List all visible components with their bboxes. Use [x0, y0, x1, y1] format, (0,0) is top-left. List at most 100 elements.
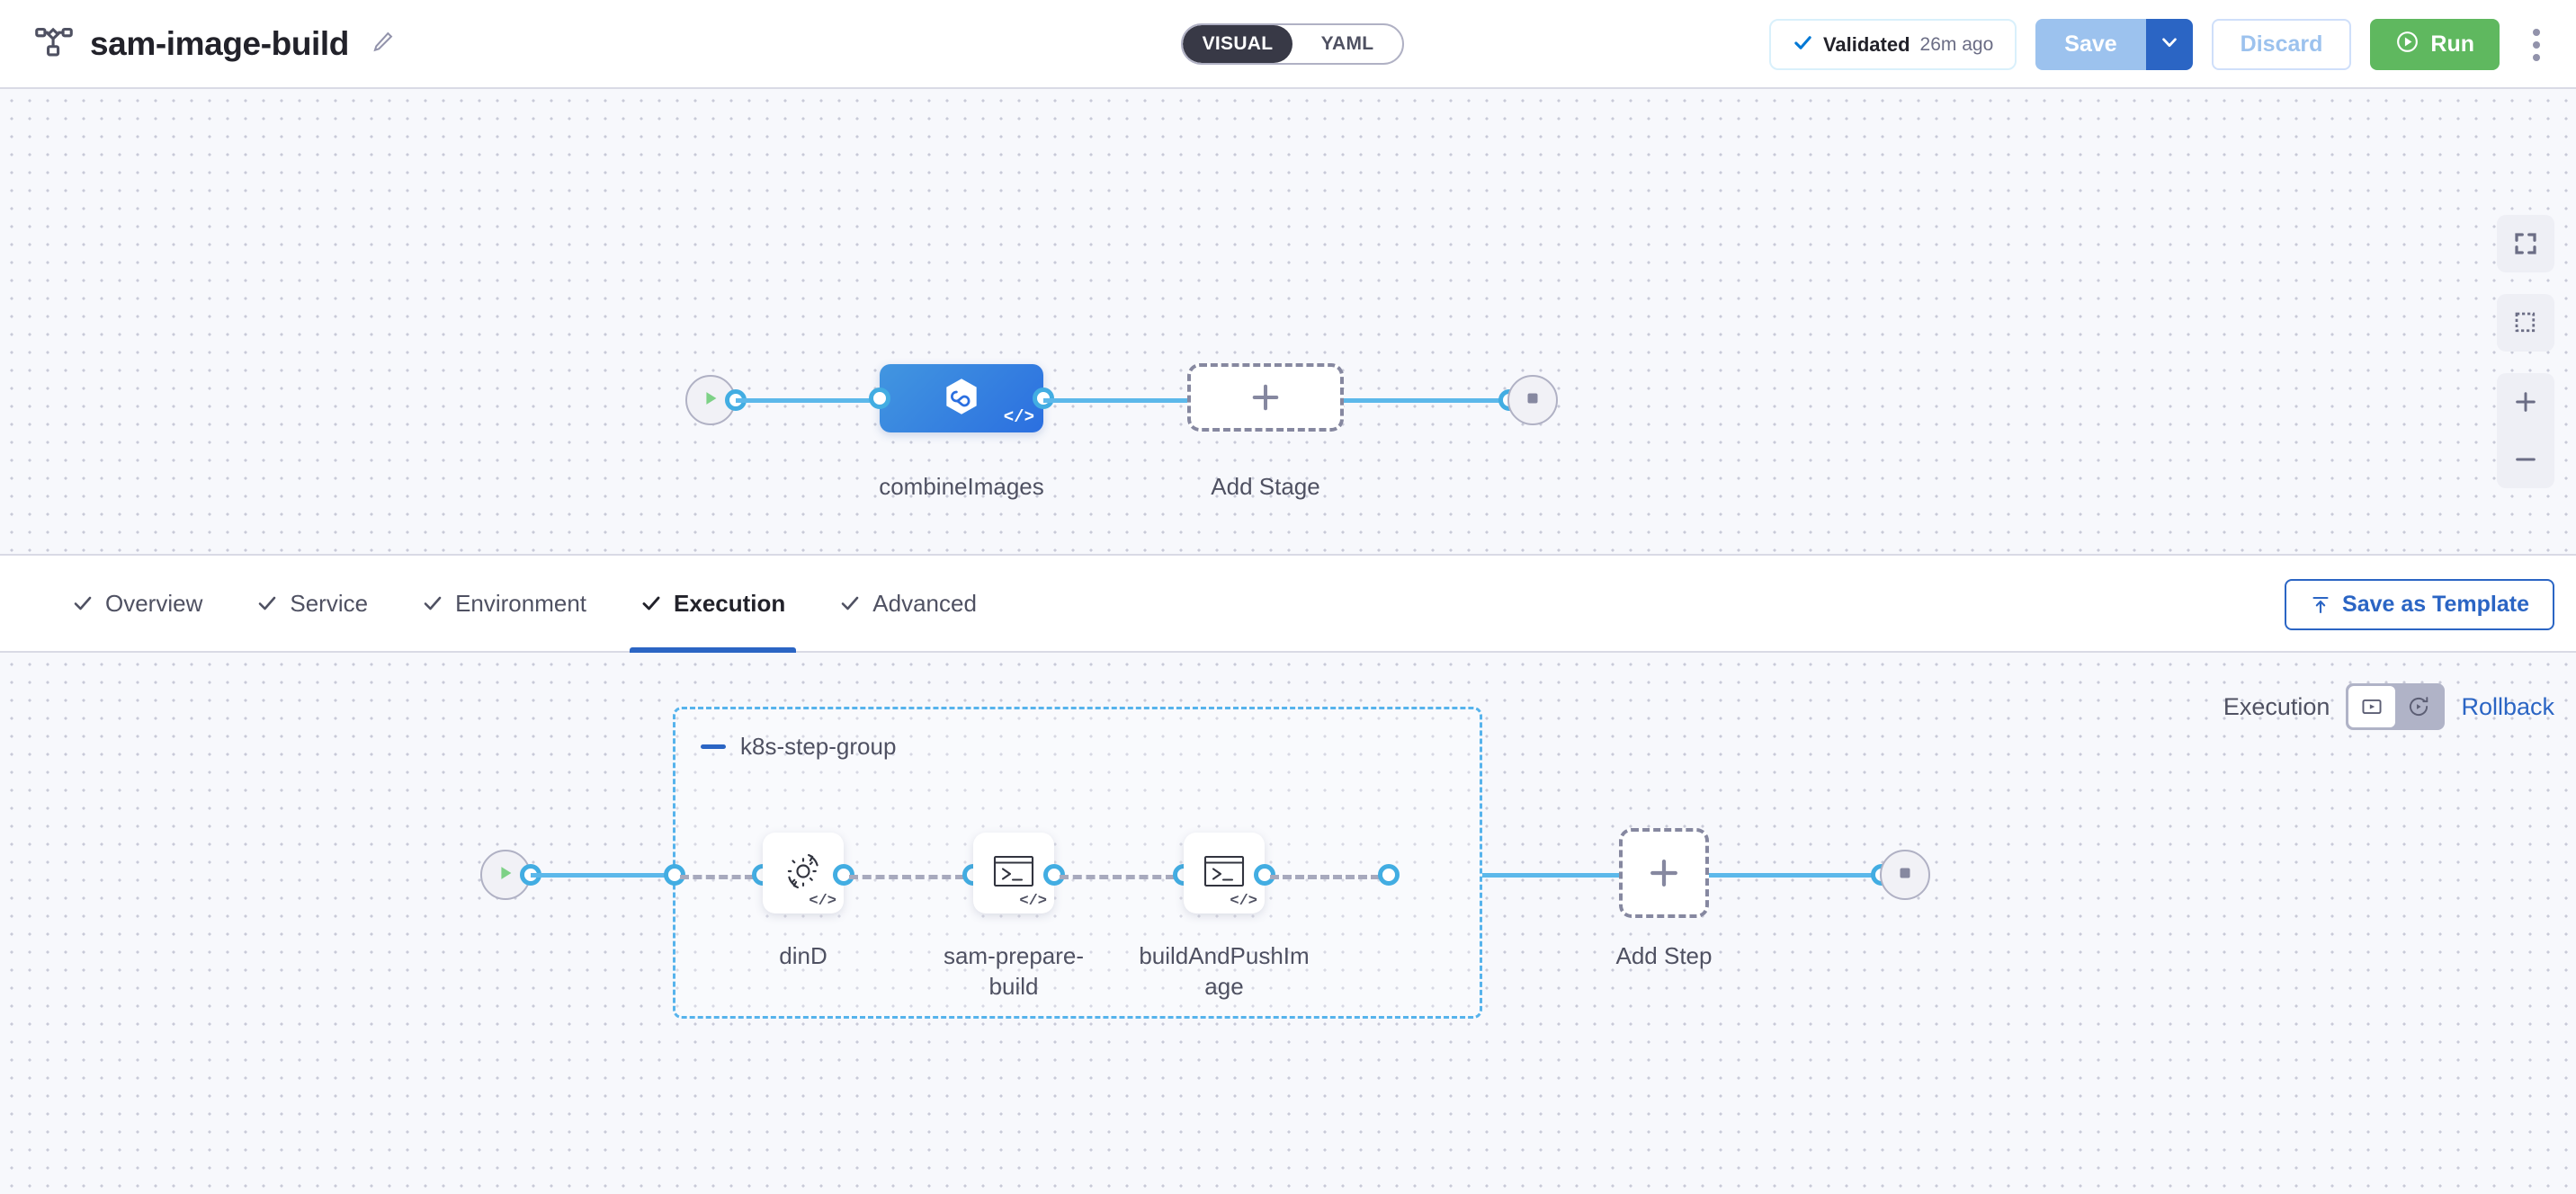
- save-button-group: Save: [2035, 19, 2193, 70]
- tab-list: Overview Service Environment Execution A…: [0, 554, 1004, 653]
- save-dropdown-button[interactable]: [2145, 19, 2193, 70]
- rollback-circle-icon: [2410, 697, 2428, 717]
- minus-icon: [2516, 458, 2536, 461]
- connector-start-to-stage: [736, 398, 876, 403]
- gear-rotate-icon: [780, 848, 827, 899]
- step-node-buildandpushimage[interactable]: </>: [1184, 833, 1265, 913]
- step-node-dind[interactable]: </>: [763, 833, 844, 913]
- tab-service[interactable]: Service: [229, 554, 395, 653]
- play-icon: [496, 863, 515, 887]
- tab-environment[interactable]: Environment: [395, 554, 613, 653]
- pencil-icon[interactable]: [365, 30, 395, 58]
- validated-label: Validated: [1822, 32, 1910, 56]
- connector-dind-to-prepare: [849, 875, 964, 879]
- connector-group-to-dind: [680, 875, 754, 879]
- stop-icon: [1523, 388, 1543, 413]
- check-icon: [424, 596, 442, 610]
- add-stage-button[interactable]: [1187, 363, 1344, 432]
- connector-stage-to-addstage: [1043, 398, 1187, 403]
- terminal-icon: [1202, 852, 1247, 895]
- buildpush-code-badge: </>: [1230, 893, 1257, 910]
- check-icon: [642, 596, 660, 610]
- tab-execution[interactable]: Execution: [613, 554, 812, 653]
- view-mode-toggle[interactable]: VISUAL YAML: [1181, 23, 1404, 65]
- app-header: sam-image-build VISUAL YAML Validated: [0, 0, 2576, 89]
- ci-hexagon-infinity-icon: [939, 374, 984, 423]
- minus-icon[interactable]: [701, 744, 726, 749]
- canvas-controls: [2497, 215, 2554, 488]
- play-box-icon: [2362, 699, 2382, 715]
- discard-button[interactable]: Discard: [2211, 19, 2352, 70]
- run-label: Run: [2430, 31, 2474, 57]
- check-icon: [1793, 32, 1813, 58]
- selection-box-button[interactable]: [2497, 294, 2554, 352]
- check-icon: [841, 596, 859, 610]
- add-step-label: Add Step: [1615, 942, 1713, 969]
- connector-buildpush-to-group-end: [1270, 875, 1380, 879]
- stage-label-combineimages: combineImages: [879, 473, 1044, 500]
- check-icon: [259, 596, 276, 610]
- step-label-dind: dinD: [779, 942, 827, 969]
- add-stage-label: Add Stage: [1211, 473, 1320, 500]
- mode-segmented-control: [2346, 683, 2446, 730]
- execution-mode-label: Execution: [2223, 692, 2330, 720]
- fit-to-screen-button[interactable]: [2497, 215, 2554, 272]
- check-icon: [74, 596, 92, 610]
- stage-node-combineimages[interactable]: </>: [880, 364, 1043, 432]
- stage-config-tabs: Overview Service Environment Execution A…: [0, 554, 2576, 653]
- step-group-title: k8s-step-group: [740, 733, 897, 760]
- connector-addstep-to-end: [1709, 873, 1880, 878]
- tab-service-label: Service: [290, 589, 369, 617]
- status-badge: Validated 26m ago: [1768, 19, 2017, 70]
- tab-environment-label: Environment: [455, 589, 587, 617]
- save-as-template-button[interactable]: Save as Template: [2285, 579, 2554, 630]
- add-step-button[interactable]: [1619, 828, 1709, 918]
- dind-code-badge: </>: [809, 893, 836, 910]
- save-button[interactable]: Save: [2035, 19, 2146, 70]
- group-out-port[interactable]: [1378, 864, 1400, 886]
- stage-end-node[interactable]: [1507, 375, 1558, 425]
- tab-advanced[interactable]: Advanced: [812, 554, 1004, 653]
- prepare-code-badge: </>: [1019, 893, 1047, 910]
- execution-mode-button[interactable]: [2348, 686, 2396, 727]
- header-actions: Validated 26m ago Save Discard: [1768, 0, 2554, 89]
- expand-icon: [2515, 233, 2536, 254]
- execution-canvas[interactable]: Execution Rollback: [0, 653, 2576, 1194]
- tab-yaml[interactable]: YAML: [1320, 33, 1374, 54]
- rollback-mode-label[interactable]: Rollback: [2461, 692, 2554, 720]
- pipeline-nodes-icon: [34, 24, 74, 64]
- save-as-template-label: Save as Template: [2342, 592, 2529, 617]
- zoom-controls: [2497, 373, 2554, 488]
- stage-in-port[interactable]: [869, 388, 890, 409]
- connector-group-to-addstep: [1482, 873, 1619, 878]
- dashed-square-icon: [2515, 312, 2536, 333]
- connector-start-to-group: [531, 873, 675, 878]
- template-upload-icon: [2312, 596, 2329, 613]
- connector-addstage-to-end: [1344, 398, 1511, 403]
- execution-rollback-toggle: Execution Rollback: [2223, 683, 2554, 730]
- step-label-sam-prepare-build: sam-prepare- build: [943, 942, 1085, 1001]
- tab-overview[interactable]: Overview: [45, 554, 229, 653]
- stage-canvas[interactable]: </> combineImages Add Stage: [0, 89, 2576, 554]
- play-icon: [701, 388, 720, 413]
- play-circle-icon: [2395, 30, 2419, 60]
- rollback-mode-button[interactable]: [2395, 686, 2442, 727]
- step-end-node[interactable]: [1880, 850, 1930, 900]
- step-group-header: k8s-step-group: [701, 733, 896, 761]
- zoom-in-button[interactable]: [2497, 373, 2554, 431]
- terminal-icon: [991, 852, 1036, 895]
- run-button[interactable]: Run: [2370, 19, 2500, 70]
- tab-overview-label: Overview: [105, 589, 203, 617]
- plus-icon: [1650, 860, 1677, 887]
- tab-visual[interactable]: VISUAL: [1183, 25, 1292, 63]
- validated-timestamp: 26m ago: [1919, 33, 1994, 55]
- connector-prepare-to-buildpush: [1060, 875, 1175, 879]
- chevron-down-icon: [2160, 32, 2179, 57]
- header-left: sam-image-build: [0, 24, 395, 64]
- kebab-menu-icon[interactable]: [2518, 19, 2554, 70]
- plus-icon: [1252, 384, 1279, 411]
- step-node-sam-prepare-build[interactable]: </>: [973, 833, 1054, 913]
- tab-advanced-label: Advanced: [872, 589, 977, 617]
- zoom-out-button[interactable]: [2497, 431, 2554, 488]
